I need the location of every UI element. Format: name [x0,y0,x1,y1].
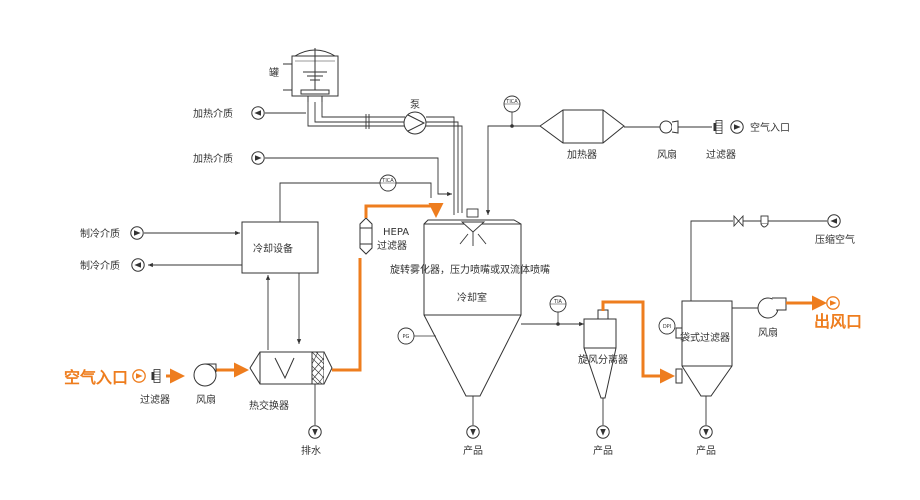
heat-medium-out-label: 加热介质 [193,107,233,120]
refrig-out-line [131,258,242,272]
atomizer [459,208,487,246]
main-air-inlet-label: 空气入口 [64,368,128,387]
product-2-label: 产品 [593,444,613,457]
arrow-down-icon [308,425,322,439]
valve-icon [733,214,744,228]
cooling-unit [241,221,319,274]
inlet-filter-label: 过滤器 [140,393,170,406]
product-1-label: 产品 [463,444,483,457]
pg-gauge: PG [397,327,436,345]
inlet-fan-label: 风扇 [196,393,216,406]
refrig-in-label: 制冷介质 [80,227,120,240]
inlet-fan [193,363,217,387]
cyclone-label: 旋风分离器 [578,353,628,366]
arrow-out-icon [131,258,145,272]
heat-medium-in-label: 加热介质 [193,152,233,165]
tank-label: 罐 [269,66,279,79]
filter-icon [713,120,723,134]
hepa-label-1: HEPA [383,227,409,238]
top-filter-label: 过滤器 [706,148,736,161]
arrow-out-icon [827,214,841,228]
dpi-text: DPI [663,324,671,330]
heat-exchanger-label: 热交换器 [249,399,289,412]
feed-pipe [307,96,405,129]
dpi-gauge: DPI [658,317,676,335]
arrow-in-icon [730,120,744,134]
heater-label: 加热器 [567,148,597,161]
tia-text: TIA [553,299,563,305]
hot-air-line [485,125,540,215]
outlet-label: 出风口 [814,312,862,331]
tica-cooler-text: TICA [381,178,394,184]
arrow-down-icon [699,425,713,439]
compressed-air-label: 压缩空气 [815,233,855,246]
top-air-inlet-label: 空气入口 [750,121,790,134]
bag-filter [675,300,733,397]
hepa-label-2: 过滤器 [377,239,407,252]
exhaust-fan-label: 风扇 [758,326,778,339]
pump [403,111,427,135]
feed-tank [283,48,339,102]
arrow-down-icon [466,425,480,439]
arrow-in-icon [130,226,144,240]
arrow-down-icon [596,425,610,439]
tia-gauge: TIA [549,295,567,326]
arrow-out-icon [826,296,840,310]
arrow-in-icon [251,151,265,165]
cooling-chamber [423,219,522,397]
cooling-unit-label: 冷却设备 [253,242,293,255]
heat-exchanger [249,351,333,385]
drain-label: 排水 [301,444,321,457]
refrig-in-line [130,226,240,240]
filter-icon [151,369,161,383]
bag-filter-label: 袋式过滤器 [680,331,730,344]
pump-to-atomizer-pipe [426,116,463,215]
atomizer-label: 旋转雾化器，压力喷嘴或双流体喷嘴 [390,263,550,276]
heater [539,109,625,144]
exhaust-fan [757,297,787,319]
heat-medium-in-line [251,151,452,197]
product-3-label: 产品 [696,444,716,457]
compressed-air-line [690,214,841,301]
pg-text: PG [403,334,410,340]
tica-heater-text: TICA [505,99,518,105]
main-air-flow [166,203,675,384]
hepa-filter [359,217,373,255]
cooling-to-chamber-line: TICA [279,174,432,222]
top-fan-label: 风扇 [657,148,677,161]
cyclone-separator [583,309,617,399]
arrow-in-icon [132,369,146,383]
cooling-chamber-label: 冷却室 [457,291,487,304]
arrow-out-icon [251,106,265,120]
refrig-out-label: 制冷介质 [80,259,120,272]
heat-medium-out-line [251,106,306,120]
pump-label: 泵 [410,99,420,111]
top-fan [659,120,679,134]
tica-heater: TICA [503,95,521,128]
